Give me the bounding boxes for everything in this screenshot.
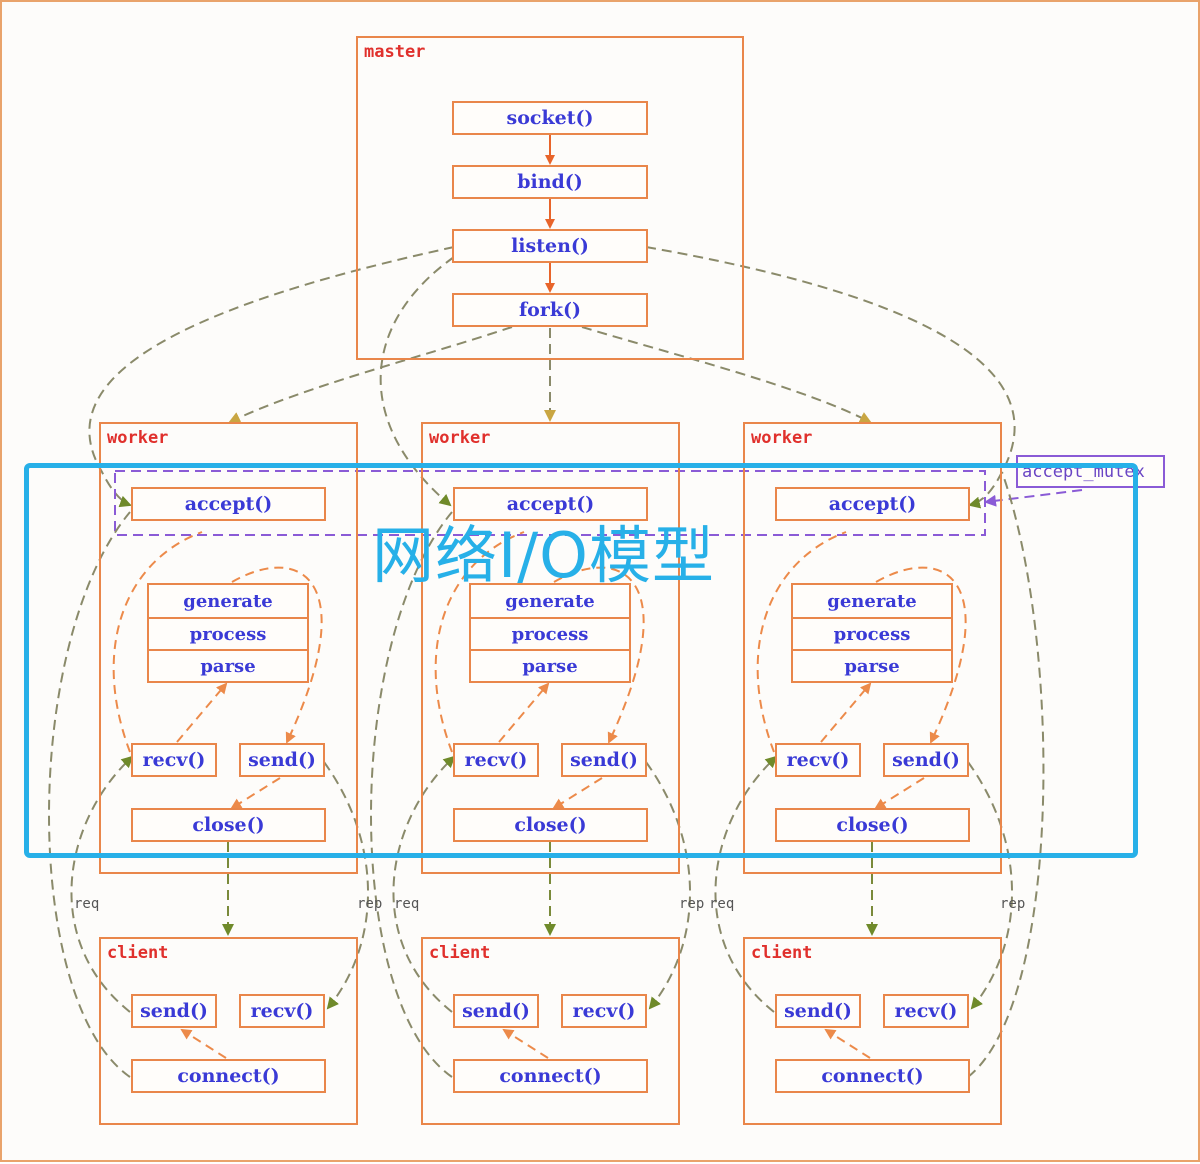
bind-node: bind() (452, 165, 648, 199)
recv-node: recv() (453, 743, 539, 777)
handler-stack: generate process parse (469, 583, 631, 683)
generate-step: generate (183, 590, 273, 612)
process-step: process (471, 617, 629, 649)
client-cluster: client (743, 937, 1002, 1125)
worker-cluster: worker (743, 422, 1002, 874)
worker-cluster: worker (99, 422, 358, 874)
close-node: close() (453, 808, 648, 842)
accept-node: accept() (453, 487, 648, 521)
process-step: process (793, 617, 951, 649)
req-label: req (74, 896, 100, 912)
client-cluster: client (421, 937, 680, 1125)
client-send-node: send() (453, 994, 539, 1028)
client-send-node: send() (775, 994, 861, 1028)
parse-step: parse (149, 649, 307, 681)
recv-node: recv() (131, 743, 217, 777)
rep-label: rep (357, 896, 383, 912)
fork-node: fork() (452, 293, 648, 327)
listen-node: listen() (452, 229, 648, 263)
client-cluster: client (99, 937, 358, 1125)
master-cluster: master (356, 36, 744, 360)
client-recv-node: recv() (239, 994, 325, 1028)
parse-step: parse (471, 649, 629, 681)
handler-stack: generate process parse (147, 583, 309, 683)
send-node: send() (883, 743, 969, 777)
client-label: client (107, 943, 169, 963)
client-send-node: send() (131, 994, 217, 1028)
worker-label: worker (107, 428, 169, 448)
connect-node: connect() (453, 1059, 648, 1093)
master-label: master (364, 42, 426, 62)
connect-node: connect() (775, 1059, 970, 1093)
req-label: req (394, 896, 420, 912)
rep-label: rep (679, 896, 705, 912)
process-step: process (149, 617, 307, 649)
io-model-highlight-box (24, 463, 1138, 858)
worker-label: worker (429, 428, 491, 448)
connect-node: connect() (131, 1059, 326, 1093)
accept-node: accept() (775, 487, 970, 521)
accept-node: accept() (131, 487, 326, 521)
client-recv-node: recv() (883, 994, 969, 1028)
req-label: req (709, 896, 735, 912)
worker-label: worker (751, 428, 813, 448)
client-label: client (429, 943, 491, 963)
close-node: close() (131, 808, 326, 842)
generate-step: generate (827, 590, 917, 612)
send-node: send() (239, 743, 325, 777)
parse-step: parse (793, 649, 951, 681)
close-node: close() (775, 808, 970, 842)
client-recv-node: recv() (561, 994, 647, 1028)
handler-stack: generate process parse (791, 583, 953, 683)
worker-cluster: worker (421, 422, 680, 874)
send-node: send() (561, 743, 647, 777)
generate-step: generate (505, 590, 595, 612)
io-model-title: 网络I/O模型 (372, 519, 715, 592)
rep-label: rep (1000, 896, 1026, 912)
socket-node: socket() (452, 101, 648, 135)
recv-node: recv() (775, 743, 861, 777)
client-label: client (751, 943, 813, 963)
